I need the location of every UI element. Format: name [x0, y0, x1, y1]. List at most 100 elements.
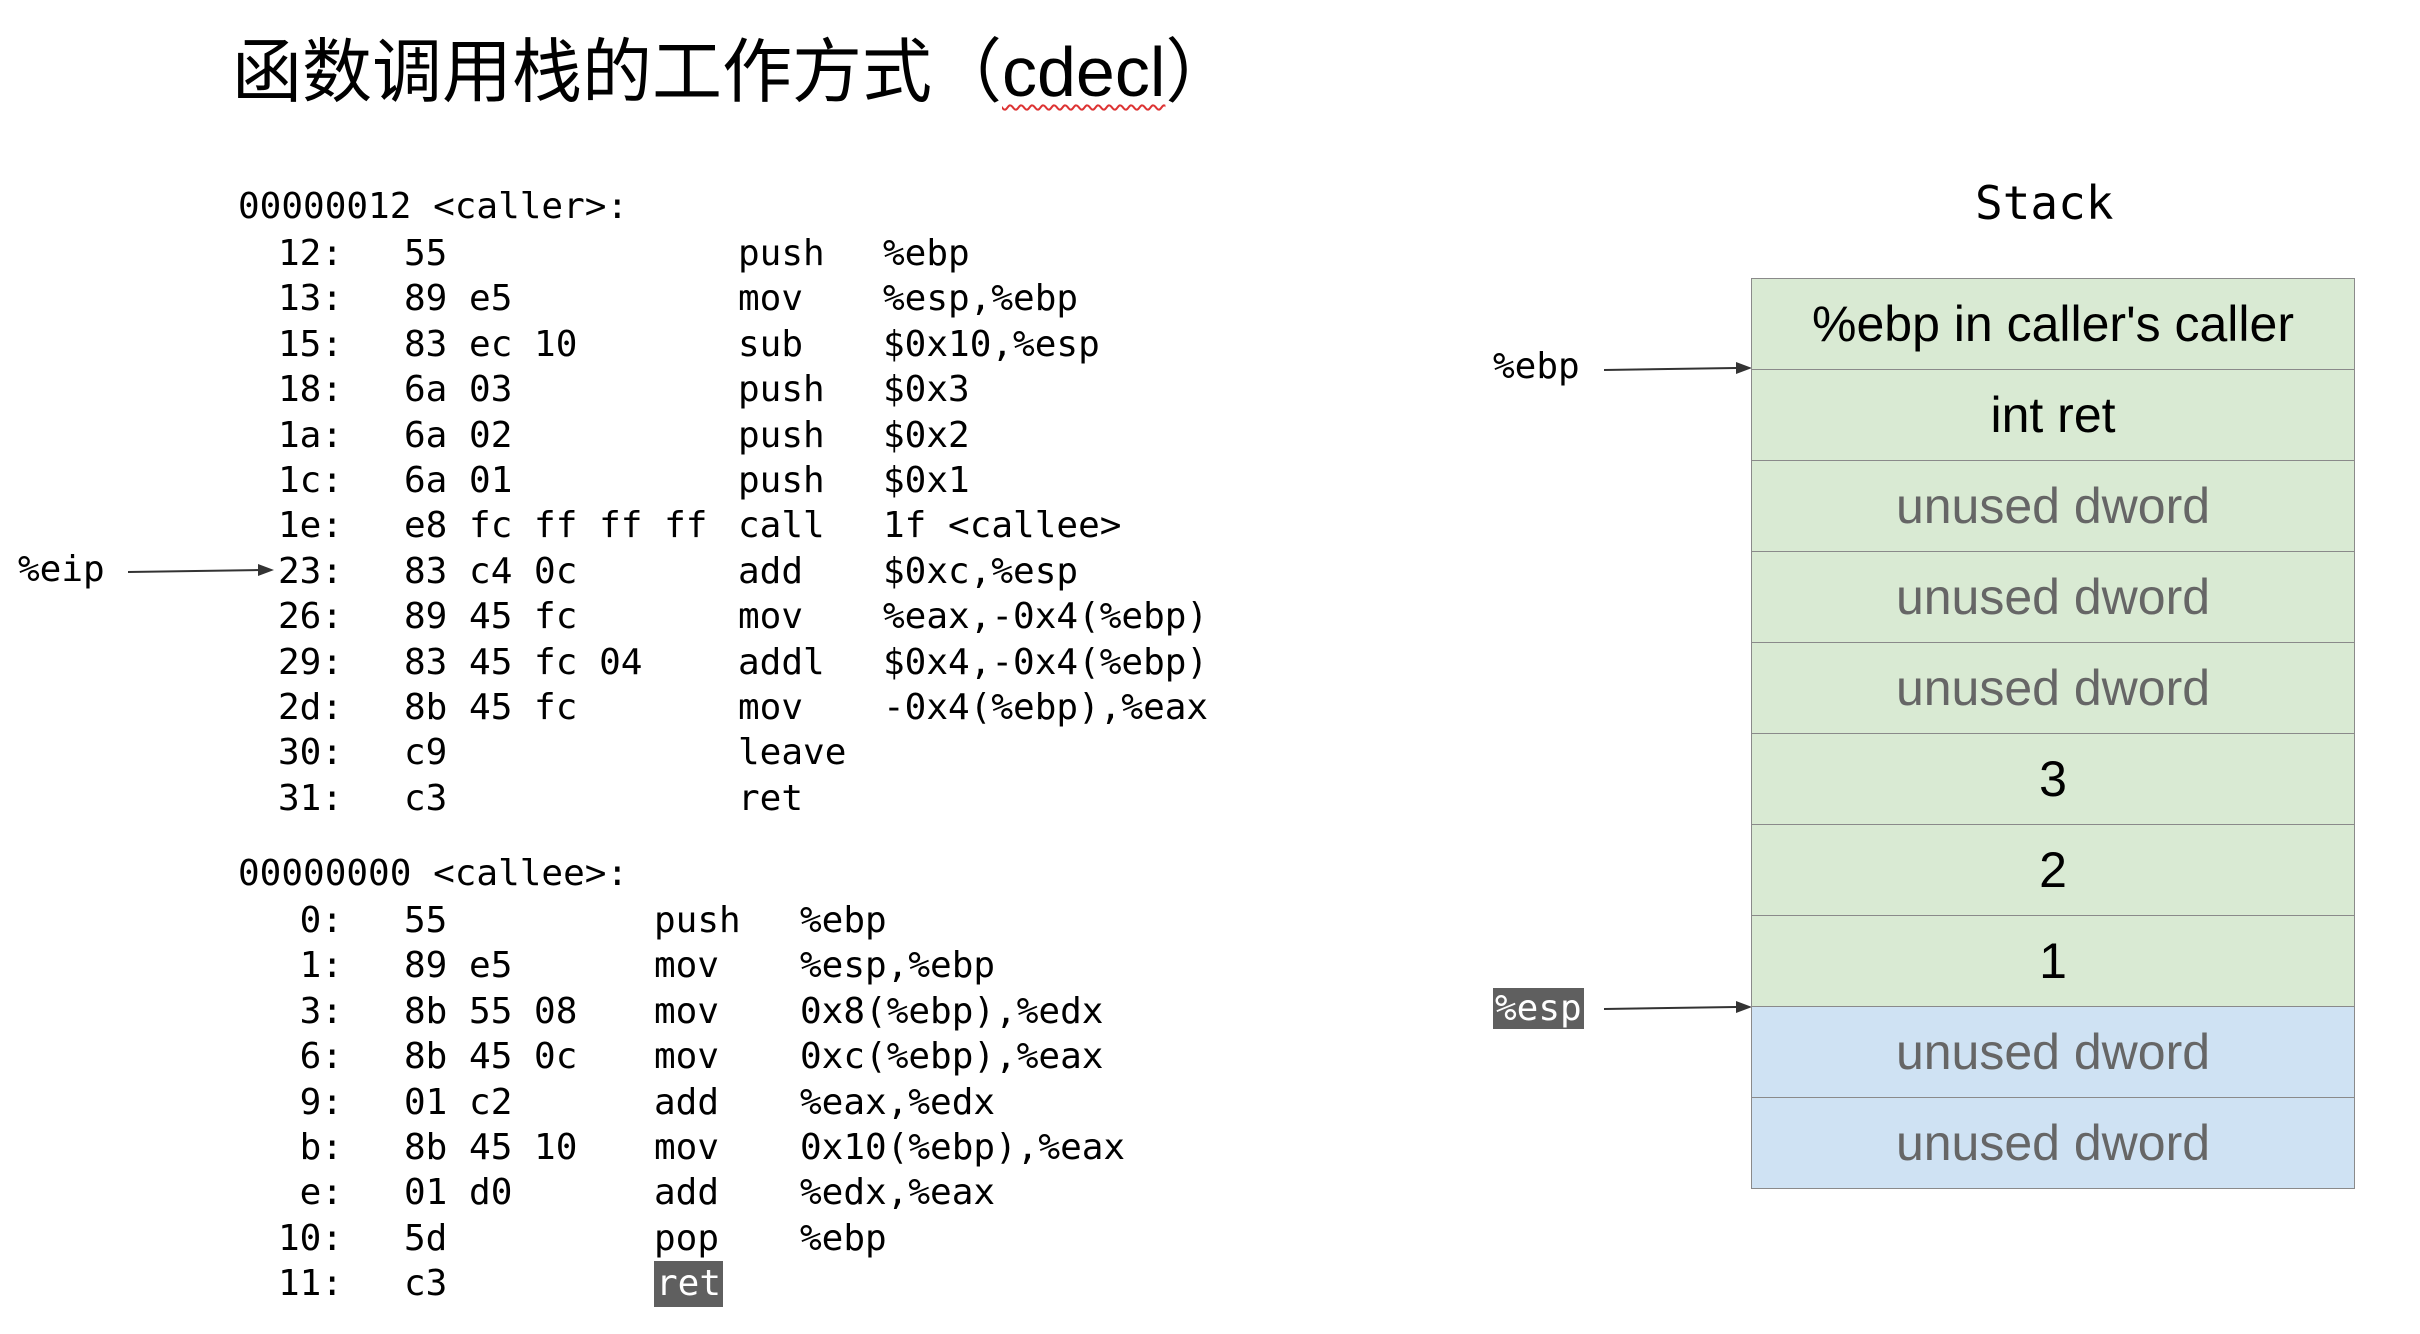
- stack-cell: unused dword: [1752, 460, 2354, 551]
- operands-cell: %esp,%ebp: [800, 945, 996, 987]
- bytes-cell: 83 ec 10: [404, 323, 578, 365]
- title-cdecl: cdecl: [1002, 33, 1166, 111]
- addr-cell: b:: [299, 1126, 343, 1168]
- operands-cell: -0x4(%ebp),%eax: [883, 686, 1209, 728]
- title-text: 函数调用栈的工作方式（: [232, 31, 1002, 113]
- addr-cell: 1e:: [277, 505, 343, 547]
- addr-cell: 1a:: [277, 414, 343, 456]
- operands-cell: %eax,%edx: [800, 1081, 996, 1123]
- operands-cell: %esp,%ebp: [883, 278, 1079, 320]
- ebp-label: %ebp: [1493, 346, 1580, 387]
- opcode-cell: push: [738, 369, 825, 411]
- operands-cell: $0xc,%esp: [883, 550, 1079, 592]
- addr-cell: 2d:: [277, 686, 343, 728]
- addr-cell: 15:: [277, 323, 343, 365]
- bytes-cell: 8b 45 10: [404, 1126, 578, 1168]
- addr-cell: 1c:: [277, 459, 343, 501]
- addr-cell: 10:: [277, 1217, 343, 1259]
- stack-cell: %ebp in caller's caller: [1752, 279, 2354, 369]
- operands-cell: %ebp: [800, 900, 887, 941]
- callee-header: 00000000 <callee>:: [238, 853, 629, 894]
- bytes-cell: c3: [404, 1263, 448, 1305]
- bytes-cell: 5d: [404, 1217, 448, 1259]
- bytes-cell: 8b 45 fc: [404, 686, 578, 728]
- operands-cell: 1f <callee>: [883, 505, 1122, 547]
- addr-cell: 11:: [277, 1263, 343, 1305]
- opcode-cell: add: [654, 1081, 720, 1123]
- bytes-cell: c9: [404, 732, 448, 774]
- addr-cell: e:: [299, 1172, 343, 1214]
- esp-label: %esp: [1493, 988, 1584, 1029]
- opcode-cell: push: [738, 459, 825, 501]
- eip-arrow: [127, 564, 274, 576]
- opcode-cell: add: [738, 550, 804, 592]
- bytes-cell: 01 c2: [404, 1081, 513, 1123]
- stack-cell: unused dword: [1752, 1097, 2354, 1188]
- operands-cell: $0x10,%esp: [883, 323, 1100, 365]
- opcode-cell: mov: [654, 1126, 720, 1168]
- bytes-cell: 01 d0: [404, 1172, 513, 1214]
- addr-cell: 18:: [277, 369, 343, 411]
- stack-cell: 3: [1752, 733, 2354, 824]
- opcode-cell: pop: [654, 1217, 720, 1259]
- addr-cell: 1:: [299, 945, 343, 987]
- bytes-cell: 8b 45 0c: [404, 1036, 578, 1078]
- operands-cell: 0x8(%ebp),%edx: [800, 990, 1104, 1032]
- addr-cell: 3:: [299, 990, 343, 1032]
- bytes-cell: 55: [404, 233, 448, 274]
- operands-cell: %eax,-0x4(%ebp): [883, 596, 1209, 638]
- operands-cell: %ebp: [883, 233, 970, 274]
- stack-cell: int ret: [1752, 369, 2354, 460]
- opcode-cell: add: [654, 1172, 720, 1214]
- operands-cell: $0x4,-0x4(%ebp): [883, 641, 1209, 683]
- operands-cell: $0x2: [883, 414, 970, 456]
- opcode-cell: mov: [654, 945, 720, 987]
- opcode-cell: mov: [738, 596, 804, 638]
- bytes-cell: 89 e5: [404, 945, 513, 987]
- stack-cell: unused dword: [1752, 642, 2354, 733]
- page-title: 函数调用栈的工作方式（cdecl）: [232, 22, 1235, 122]
- opcode-cell: sub: [738, 323, 804, 365]
- eip-label: %eip: [18, 549, 105, 590]
- opcode-cell: mov: [654, 1036, 720, 1078]
- esp-highlight: %esp: [1493, 988, 1584, 1029]
- opcode-cell: push: [738, 233, 825, 274]
- operands-cell: %ebp: [800, 1217, 887, 1259]
- addr-cell: 12:: [277, 233, 343, 274]
- stack-cell: unused dword: [1752, 1006, 2354, 1097]
- opcode-cell: leave: [738, 732, 847, 774]
- ebp-arrow: [1603, 362, 1752, 374]
- stack-cell: 1: [1752, 915, 2354, 1006]
- operands-cell: 0xc(%ebp),%eax: [800, 1036, 1104, 1078]
- esp-arrow: [1603, 1001, 1752, 1013]
- operands-cell: $0x3: [883, 369, 970, 411]
- addr-cell: 0:: [299, 900, 343, 941]
- opcode-cell: mov: [738, 686, 804, 728]
- opcode-cell: ret: [738, 777, 804, 819]
- operands-cell: %edx,%eax: [800, 1172, 996, 1214]
- opcode-cell: push: [654, 900, 741, 941]
- stack-title: Stack: [1975, 176, 2114, 230]
- bytes-cell: 8b 55 08: [404, 990, 578, 1032]
- bytes-cell: 83 45 fc 04: [404, 641, 643, 683]
- addr-cell: 29:: [277, 641, 343, 683]
- bytes-cell: 6a 03: [404, 369, 513, 411]
- addr-cell: 6:: [299, 1036, 343, 1078]
- bytes-cell: 89 e5: [404, 278, 513, 320]
- operands-cell: 0x10(%ebp),%eax: [800, 1126, 1126, 1168]
- bytes-cell: 89 45 fc: [404, 596, 578, 638]
- addr-cell: 9:: [299, 1081, 343, 1123]
- opcode-cell: addl: [738, 641, 825, 683]
- operands-cell: $0x1: [883, 459, 970, 501]
- addr-cell: 31:: [277, 777, 343, 819]
- bytes-cell: 6a 01: [404, 459, 513, 501]
- bytes-cell: c3: [404, 777, 448, 819]
- opcode-cell: mov: [738, 278, 804, 320]
- addr-cell: 13:: [277, 278, 343, 320]
- stack-cell: unused dword: [1752, 551, 2354, 642]
- opcode-cell: mov: [654, 990, 720, 1032]
- opcode-cell: ret: [654, 1261, 724, 1307]
- addr-cell: 30:: [277, 732, 343, 774]
- caller-header: 00000012 <caller>:: [238, 186, 629, 227]
- opcode-cell: call: [738, 505, 825, 547]
